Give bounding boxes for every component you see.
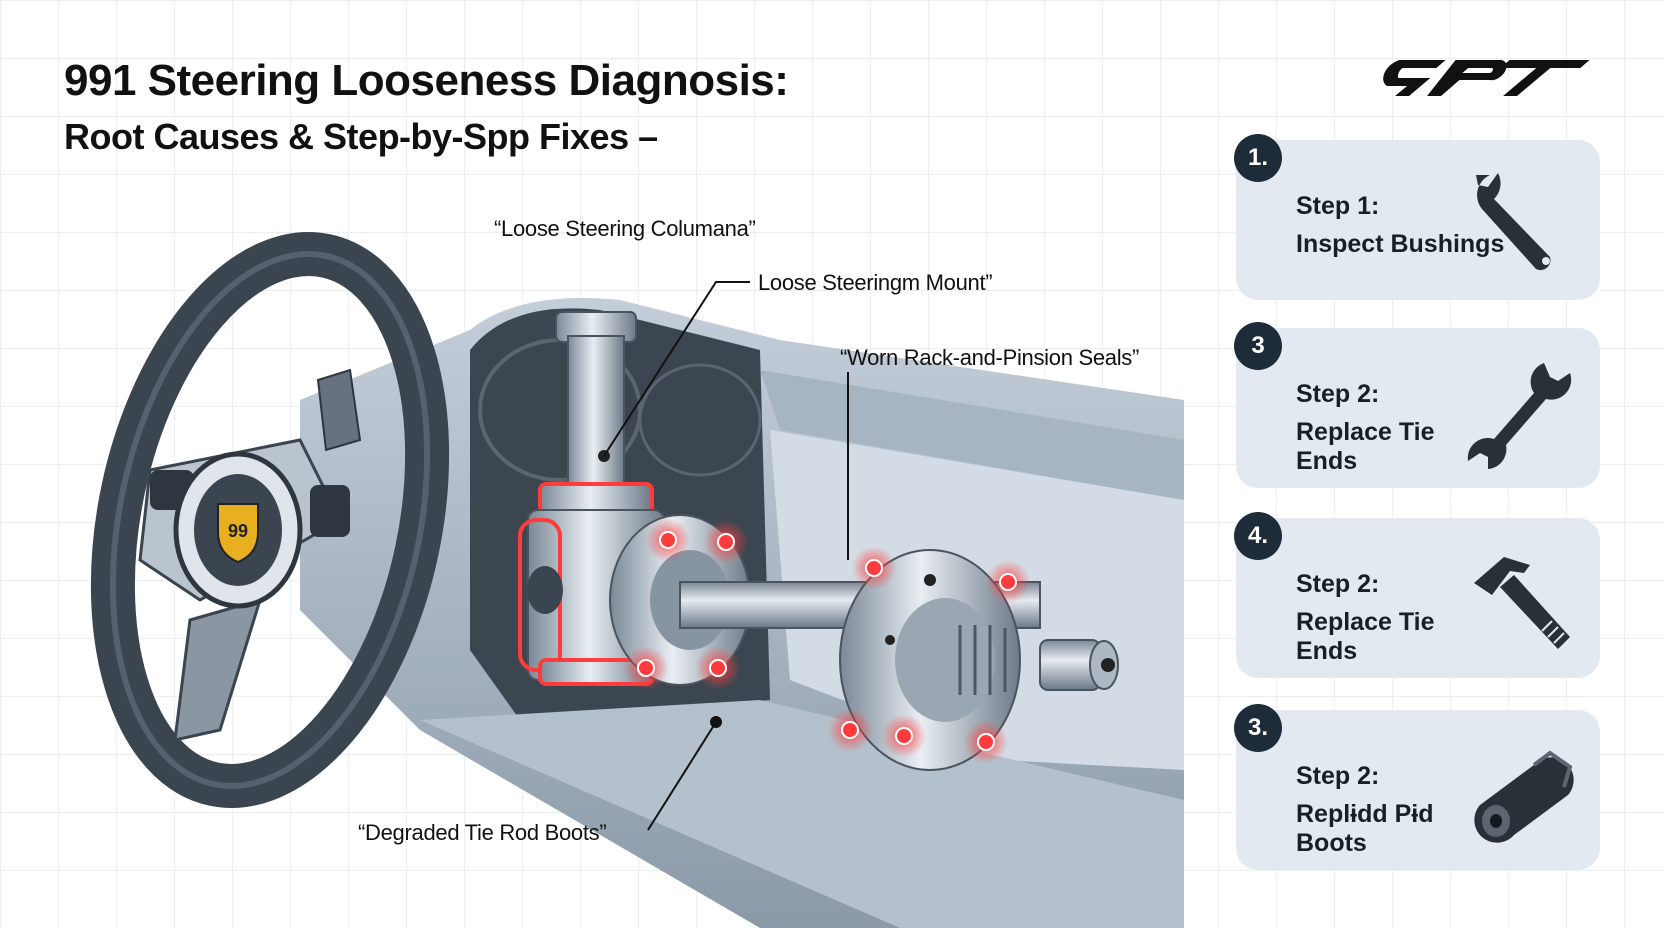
- nut-boot-icon: [1474, 750, 1574, 843]
- step-description: Replace Tie Ends: [1296, 608, 1435, 665]
- step-description: Replace Tie Ends: [1296, 418, 1435, 475]
- step-title: Step 2:: [1296, 570, 1380, 598]
- step-description: Inspect Bushings: [1296, 230, 1505, 258]
- open-wrench-icon: [1467, 363, 1572, 469]
- page-title: 991 Steering Looseness Diagnosis:: [64, 56, 789, 105]
- step-card-2: 3 Step 2: Replace Tie Ends: [1234, 322, 1600, 488]
- page-subtitle: Root Causes & Step-by-Spp Fixes –: [64, 116, 658, 157]
- step-number-badge: 4.: [1234, 512, 1282, 560]
- step-title: Step 2:: [1296, 762, 1380, 790]
- callout-degraded-tie-rod-boots: “Degraded Tie Rod Boots”: [358, 820, 607, 845]
- wheel-badge: 99: [217, 503, 259, 564]
- callout-leaders: [603, 281, 849, 831]
- step-card-4: 3. Step 2: Replɨdd Pɨd Boots: [1234, 704, 1600, 870]
- brand-logo: [1383, 60, 1590, 96]
- step-description: Replɨdd Pɨd Boots: [1296, 800, 1434, 857]
- callout-worn-rack-pinion-seals: “Worn Rack-and-Pinsion Seals”: [840, 345, 1140, 370]
- rack-flange-right: [839, 549, 1119, 771]
- steering-assembly-illustration: 99: [90, 232, 1184, 928]
- step-number-badge: 1.: [1234, 134, 1282, 182]
- step-title: Step 1:: [1296, 192, 1380, 220]
- wrench-icon: [1476, 173, 1551, 271]
- callout-loose-steering-mount: Loose Steeringm Mount”: [758, 270, 993, 295]
- step-number-badge: 3.: [1234, 704, 1282, 752]
- wheel-badge-text: 99: [228, 521, 248, 541]
- callout-loose-steering-column: “Loose Steering Columana”: [494, 216, 756, 241]
- step-number-badge: 3: [1234, 322, 1282, 370]
- step-card-3: 4. Step 2: Replace Tie Ends: [1234, 512, 1600, 678]
- hammer-icon: [1474, 557, 1570, 649]
- step-card-1: 1. Step 1: Inspect Bushings: [1234, 134, 1600, 300]
- step-title: Step 2:: [1296, 380, 1380, 408]
- fault-hotspots: [624, 518, 1030, 764]
- steering-wheel: [90, 232, 450, 808]
